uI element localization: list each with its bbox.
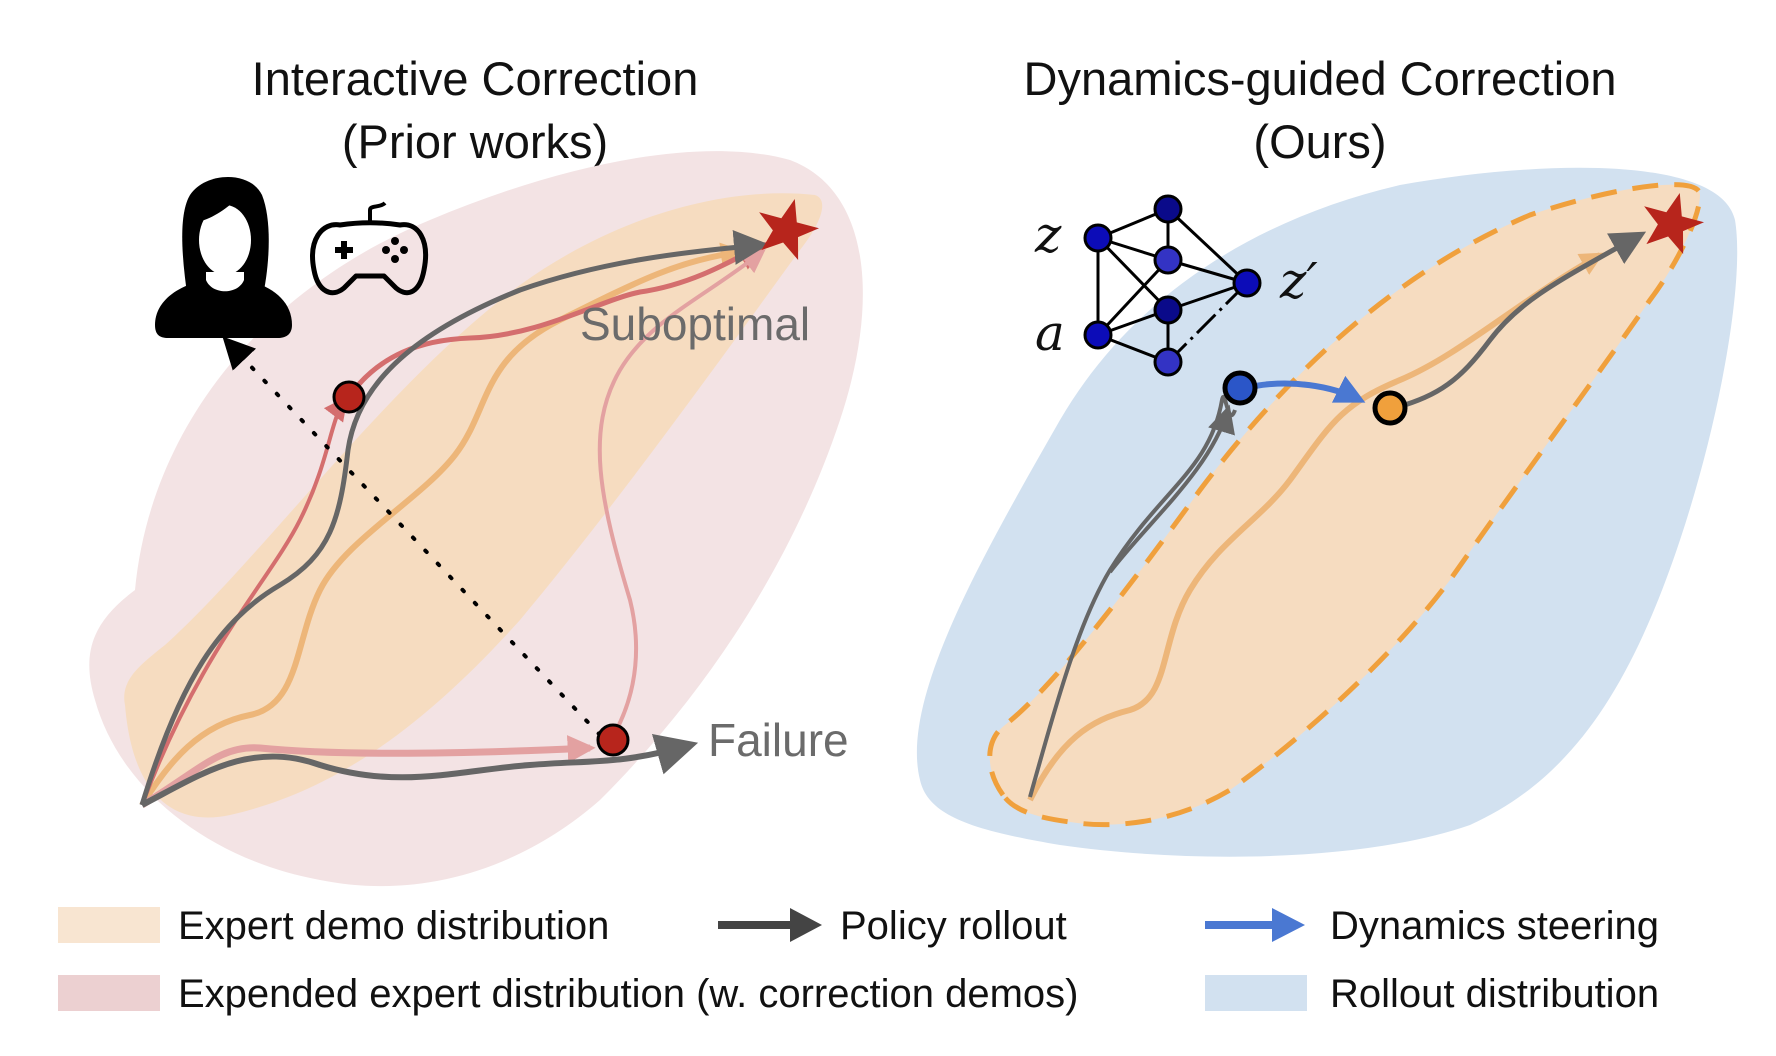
policy-rollout-suboptimal (139, 229, 769, 806)
dynamics-steering-arrowhead (1272, 908, 1305, 942)
legend-item-expanded-expert: Expended expert distribution (w. correct… (58, 972, 1078, 1016)
steer-start-node (1222, 370, 1258, 406)
legend-label: Expert demo distribution (178, 904, 609, 948)
nn-hidden-node (1153, 245, 1183, 275)
policy-rollout-before-steering-head (1108, 404, 1235, 574)
right-title-line2: (Ours) (1253, 115, 1386, 168)
neural-network-icon: z a z′ (1034, 194, 1318, 377)
correction-trajectory-upper (140, 396, 348, 806)
legend-label: Expended expert distribution (w. correct… (178, 972, 1078, 1016)
nn-output-node-zprime (1232, 268, 1262, 298)
left-title-line1: Interactive Correction (252, 52, 699, 105)
goal-star-icon (759, 199, 820, 260)
nn-label-z: z (1034, 206, 1062, 264)
nn-hidden-node (1153, 295, 1183, 325)
dynamics-steering-arrow (1254, 375, 1366, 403)
nn-hidden-node (1153, 194, 1183, 224)
nn-input-node-z (1083, 223, 1113, 253)
expert-demo-trajectory (139, 242, 745, 807)
nn-label-zprime: z′ (1279, 252, 1318, 310)
right-panel: Dynamics-guided Correction (Ours) (916, 52, 1738, 857)
policy-rollout-after-steering (1394, 231, 1647, 411)
gamepad-icon (310, 201, 428, 295)
expanded-expert-swatch (58, 975, 160, 1011)
right-title-line1: Dynamics-guided Correction (1024, 52, 1617, 105)
expert-demo-trajectory (1027, 252, 1605, 802)
legend-item-policy-rollout: Policy rollout (718, 904, 1067, 948)
left-panel: Interactive Correction (Prior works) Sub… (89, 52, 863, 887)
left-title-line2: (Prior works) (342, 115, 608, 168)
legend-label: Rollout distribution (1330, 972, 1659, 1016)
policy-rollout-arrowhead (790, 908, 822, 942)
legend: Expert demo distribution Policy rollout … (58, 904, 1659, 1016)
legend-label: Dynamics steering (1330, 904, 1659, 948)
nn-input-node-a (1083, 320, 1113, 350)
intervention-node-upper (332, 380, 366, 414)
person-female-icon (155, 176, 292, 338)
rollout-distribution-swatch (1205, 975, 1307, 1011)
expert-demo-swatch (58, 907, 160, 943)
suboptimal-label: Suboptimal (580, 298, 810, 350)
legend-item-rollout-distribution: Rollout distribution (1205, 972, 1659, 1016)
steer-end-node (1372, 390, 1408, 426)
failure-label: Failure (708, 714, 849, 766)
legend-label: Policy rollout (840, 904, 1067, 948)
intervention-node-lower (596, 723, 630, 757)
policy-rollout-failure (140, 734, 699, 808)
correction-demo-lower (597, 249, 766, 740)
nn-label-a: a (1035, 304, 1065, 362)
goal-star-icon (1644, 193, 1705, 254)
policy-rollout-before-steering (1028, 395, 1237, 798)
legend-item-expert-demo: Expert demo distribution (58, 904, 609, 948)
nn-hidden-node (1153, 347, 1183, 377)
legend-item-dynamics-steering: Dynamics steering (1205, 904, 1659, 948)
correction-trajectory-lower (140, 735, 596, 808)
